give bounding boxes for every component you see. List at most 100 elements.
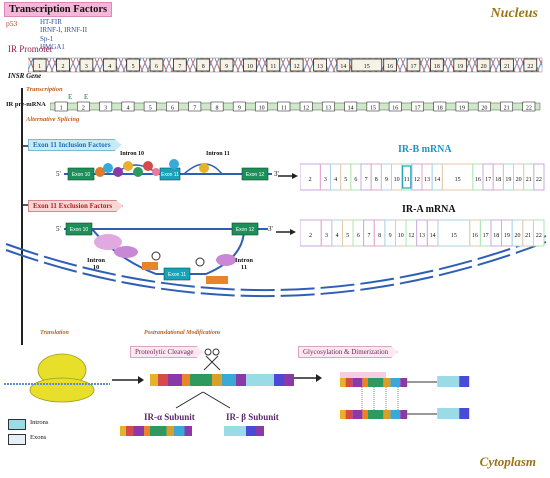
alpha-segment [184, 426, 192, 436]
pre-mrna-exon [143, 101, 157, 112]
alpha-segment [120, 426, 126, 436]
mrna-exon-label: 18 [493, 233, 499, 239]
gene-exon-label: 8 [202, 64, 205, 70]
five-prime: 5' [56, 225, 61, 233]
pre-mrna-exon [99, 101, 113, 112]
scissors-icon [151, 251, 161, 261]
dimer-segment [383, 410, 391, 419]
three-prime: 3' [268, 225, 273, 233]
ptm-label: Postranslational Modifications [144, 330, 221, 336]
mrna-exon-label: 9 [389, 233, 392, 239]
factor-blob [94, 234, 122, 250]
inclusion-exon11: Exon 11 [161, 172, 179, 178]
polypeptide-segment [222, 374, 236, 386]
polypeptide-segment [182, 374, 190, 386]
pre-mrna-exon-label: 16 [392, 106, 398, 112]
gene-exon [243, 58, 257, 72]
polypeptide-segment [236, 374, 246, 386]
mrna-exon-label: 13 [424, 177, 430, 183]
pre-mrna-exon-label: 8 [216, 106, 219, 112]
gene-exon-label: 11 [270, 64, 276, 70]
p53-label: p53 [6, 19, 18, 28]
gene-exon [79, 58, 94, 72]
pre-mrna-label: IR pre-mRNA [6, 101, 46, 108]
polypeptide-segment [150, 374, 158, 386]
ir-alpha-label: IR-α Subunit [144, 412, 195, 422]
pre-mrna-exon-label: 1 [60, 106, 63, 112]
gene-exon-label: 10 [247, 64, 253, 70]
mrna-exon-label: 7 [365, 177, 368, 183]
gene-exon [196, 58, 211, 72]
dimer-segment [345, 410, 353, 419]
mrna-exon-label: 21 [526, 177, 532, 183]
pre-mrna-exon-label: 18 [437, 106, 443, 112]
factor-blob [113, 167, 123, 177]
alpha-segment [150, 426, 167, 436]
gene-exon-label: 6 [155, 64, 158, 70]
cytoplasm-graphics [4, 348, 470, 419]
mrna-exon-label: 2 [309, 177, 312, 183]
transcription-label: Transcription [26, 86, 63, 93]
gene-exon [56, 58, 70, 72]
cytoplasm-label: Cytoplasm [479, 454, 536, 469]
dimer-segment [400, 410, 408, 419]
dimer-segment [368, 410, 384, 419]
pre-mrna-exon-label: 4 [126, 106, 129, 112]
gene-exon [149, 58, 164, 72]
gene-exon-label: 12 [294, 64, 300, 70]
polypeptide-segment [274, 374, 284, 386]
pre-mrna-exon [433, 101, 447, 112]
mrna-exon-label: 15 [455, 177, 461, 183]
dimer-segment [352, 378, 363, 387]
pre-mrna-exon [232, 101, 246, 112]
mrna-exon-label: 9 [385, 177, 388, 183]
beta-segment [224, 426, 246, 436]
factor-blob [152, 168, 160, 176]
dimer-segment [340, 410, 346, 419]
mrna-exon-label: 14 [434, 177, 440, 183]
legend-intron-swatch [8, 419, 26, 430]
pre-mrna-exon-label: 9 [238, 106, 241, 112]
dimer-segment [362, 410, 368, 419]
gene-exon-label: 14 [340, 64, 346, 70]
pre-mrna-exon-label: 11 [281, 106, 287, 112]
pre-mrna-exon-label: 7 [193, 106, 196, 112]
mrna-exon-label: 14 [430, 233, 436, 239]
gene-exon-label: 16 [387, 64, 393, 70]
mrna-exon-label: 6 [357, 233, 360, 239]
mrna-exon-label: 20 [516, 177, 522, 183]
inclusion-intron11-label: Intron 11 [206, 151, 230, 157]
gene-exon [453, 58, 468, 72]
pre-mrna-exon-label: 14 [348, 106, 354, 112]
gene-exon-label: 9 [225, 64, 228, 70]
tf-item: Sp-1 [40, 34, 54, 43]
mrna-exon-label: 12 [408, 233, 414, 239]
gene-exon-label: 13 [317, 64, 323, 70]
dimer-segment [437, 376, 460, 387]
factor-blob [103, 163, 113, 173]
mrna-exon-label: 6 [354, 177, 357, 183]
mrna-exon-label: 20 [514, 233, 520, 239]
pre-mrna-exon [477, 101, 491, 112]
mrna-exon [533, 163, 545, 191]
tf-item: IRNF-I, IRNF-II [40, 26, 88, 35]
tf-list: HT-FIR IRNF-I, IRNF-II Sp-1 HMGA1 [40, 18, 87, 52]
legend-exons: Exons [30, 434, 47, 441]
beta-segment [256, 426, 264, 436]
factor-blob [142, 262, 158, 270]
pre-mrna-exon [188, 101, 202, 112]
inclusion-exon10: Exon 10 [72, 172, 91, 178]
factor-blob [95, 167, 105, 177]
gene-exon [32, 58, 47, 72]
gene-exon [219, 58, 234, 72]
three-prime: 3' [274, 170, 279, 178]
gene-exon-label: 2 [62, 64, 65, 70]
polypeptide-segment [212, 374, 222, 386]
five-prime: 5' [56, 170, 61, 178]
mrna-exon [532, 219, 545, 247]
exclusion-factors-tag: Exon 11 Exclusion Factors [28, 200, 123, 212]
pre-mrna-exon-label: 15 [370, 106, 376, 112]
gene-exon-label: 19 [457, 64, 463, 70]
pre-mrna-exon-label: 19 [459, 106, 465, 112]
